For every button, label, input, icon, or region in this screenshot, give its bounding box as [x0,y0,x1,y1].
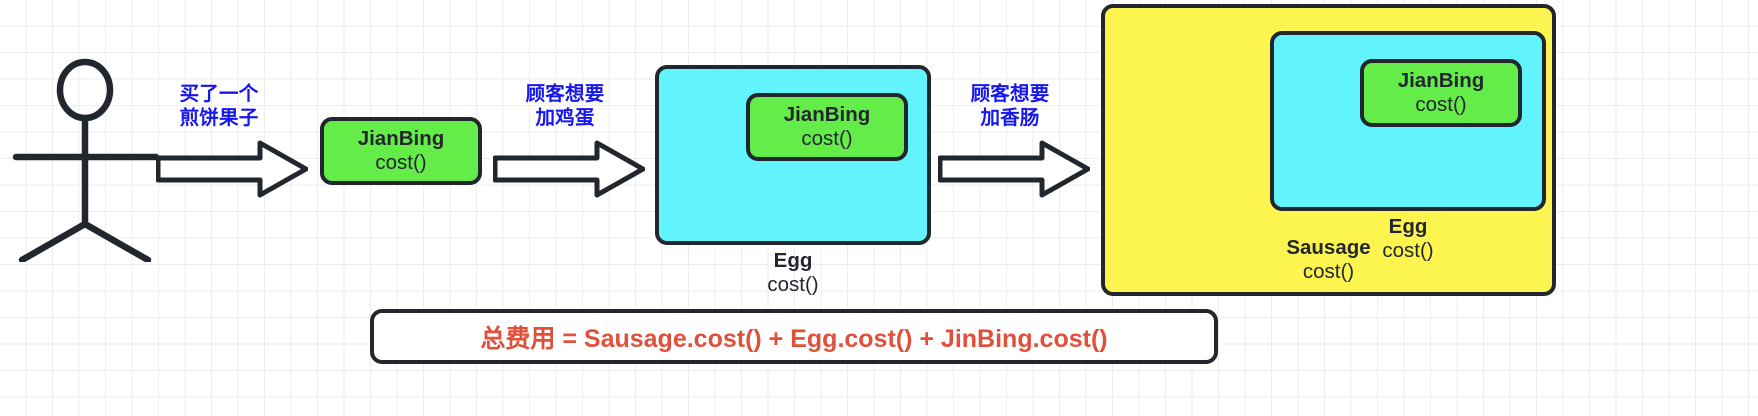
component-box-jianbing-stage2[interactable]: JianBing cost() [746,93,908,161]
box-method: cost() [1302,260,1355,284]
stick-figure-right-leg [81,220,152,262]
box-title: Egg [773,249,813,272]
stick-figure-head [56,58,114,122]
total-cost-formula-box: 总费用 = Sausage.cost() + Egg.cost() + JinB… [370,309,1218,364]
box-method: cost() [1415,93,1467,116]
box-title: Sausage [1286,236,1371,259]
box-title: JianBing [783,102,871,126]
arrow-caption-buy-jianbing: 买了一个 煎饼果子 [179,83,259,129]
block-arrow-2 [493,140,645,198]
egg-stage2-labels: Egg cost() [659,249,927,297]
stick-figure-left-leg [18,220,89,262]
box-title: JianBing [1397,68,1485,92]
box-title: Egg [1388,215,1428,238]
sausage-stage3-labels: Sausage cost() [1105,236,1552,284]
box-method: cost() [767,273,819,297]
component-box-jianbing-stage3[interactable]: JianBing cost() [1360,59,1522,127]
arrow-caption-add-egg: 顾客想要 加鸡蛋 [525,83,605,129]
box-title: JianBing [357,126,445,150]
block-arrow-3 [938,140,1090,198]
egg-stage3-labels: Egg cost() [1274,215,1542,263]
block-arrow-1 [156,140,308,198]
box-method: cost() [801,127,853,150]
box-method: cost() [1382,239,1434,263]
component-box-jianbing-stage1[interactable]: JianBing cost() [320,117,482,185]
customer-stick-figure [12,58,160,262]
box-method: cost() [375,151,427,174]
arrow-caption-add-sausage: 顾客想要 加香肠 [970,83,1050,129]
total-cost-formula-text: 总费用 = Sausage.cost() + Egg.cost() + JinB… [480,324,1108,353]
